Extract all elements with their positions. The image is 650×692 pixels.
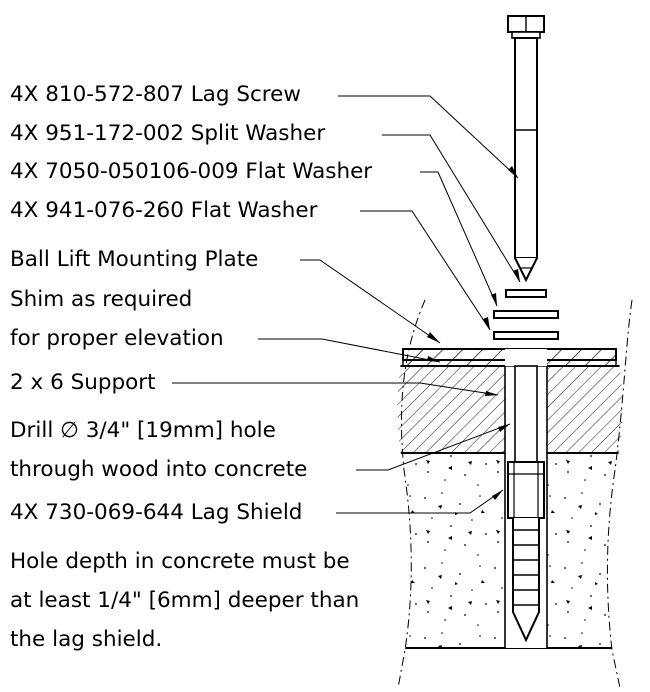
- flat-washer-2: [493, 331, 559, 340]
- flat-washer-1: [493, 310, 559, 319]
- note-line2: at least 1/4" [6mm] deeper than: [10, 588, 360, 613]
- note-line1: Hole depth in concrete must be: [10, 549, 350, 574]
- label-shim-line2: for proper elevation: [10, 326, 224, 351]
- lag-shield: [507, 461, 545, 643]
- break-line-right: [606, 299, 633, 689]
- label-support: 2 x 6 Support: [10, 370, 156, 395]
- lag-screw-shank: [514, 365, 538, 463]
- label-lag-screw: 4X 810-572-807 Lag Screw: [10, 82, 301, 107]
- label-drill-line1: Drill ∅ 3/4" [19mm] hole: [10, 418, 276, 443]
- label-flat-washer-1: 4X 7050-050106-009 Flat Washer: [10, 159, 373, 184]
- leader-lines: [172, 95, 521, 514]
- label-shim-line1: Shim as required: [10, 287, 193, 312]
- lag-screw: [507, 15, 545, 283]
- leader-arrowheads: [427, 166, 520, 500]
- label-flat-washer-2: 4X 941-076-260 Flat Washer: [10, 198, 318, 223]
- note-line3: the lag shield.: [10, 627, 163, 652]
- label-lag-shield: 4X 730-069-644 Lag Shield: [10, 500, 303, 525]
- label-split-washer: 4X 951-172-002 Split Washer: [10, 121, 326, 146]
- split-washer: [505, 289, 547, 298]
- label-drill-line2: through wood into concrete: [10, 457, 308, 482]
- break-line-left: [397, 299, 426, 689]
- label-mounting-plate: Ball Lift Mounting Plate: [10, 247, 259, 272]
